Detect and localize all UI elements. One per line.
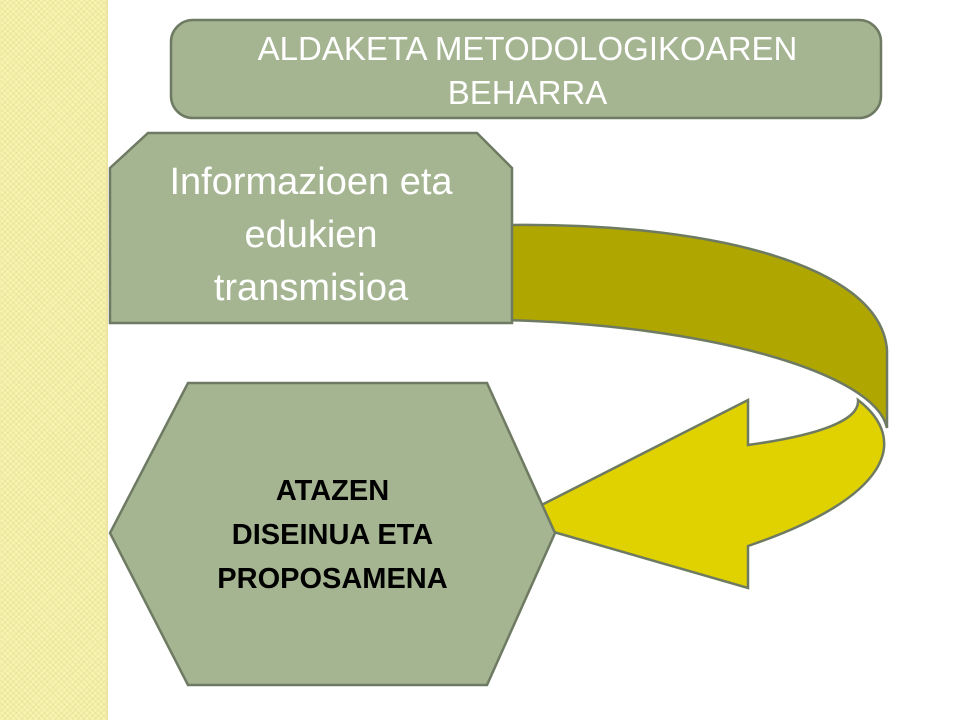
info-box (108, 131, 514, 325)
decorative-side-strip (0, 0, 108, 720)
title-box (169, 18, 883, 120)
title-line-2: BEHARRA (447, 74, 608, 111)
task-line-1: ATAZEN (275, 475, 390, 507)
title-line-1: ALDAKETA METODOLOGIKOAREN (257, 30, 798, 67)
task-line-2: DISEINUA ETA (231, 519, 434, 551)
task-hexagon (108, 381, 557, 687)
title-label: ALDAKETA METODOLOGIKOAREN BEHARRA (175, 24, 880, 118)
task-line-3: PROPOSAMENA (217, 563, 448, 595)
info-line-2: edukien (244, 214, 378, 256)
info-line-1: Informazioen eta (169, 161, 453, 203)
curved-arrow-band (503, 223, 889, 429)
task-hexagon-label: ATAZEN DISEINUA ETA PROPOSAMENA (150, 385, 515, 685)
curved-arrow-head (508, 397, 886, 590)
info-box-label: Informazioen eta edukien transmisioa (112, 148, 510, 323)
info-line-3: transmisioa (213, 267, 409, 309)
